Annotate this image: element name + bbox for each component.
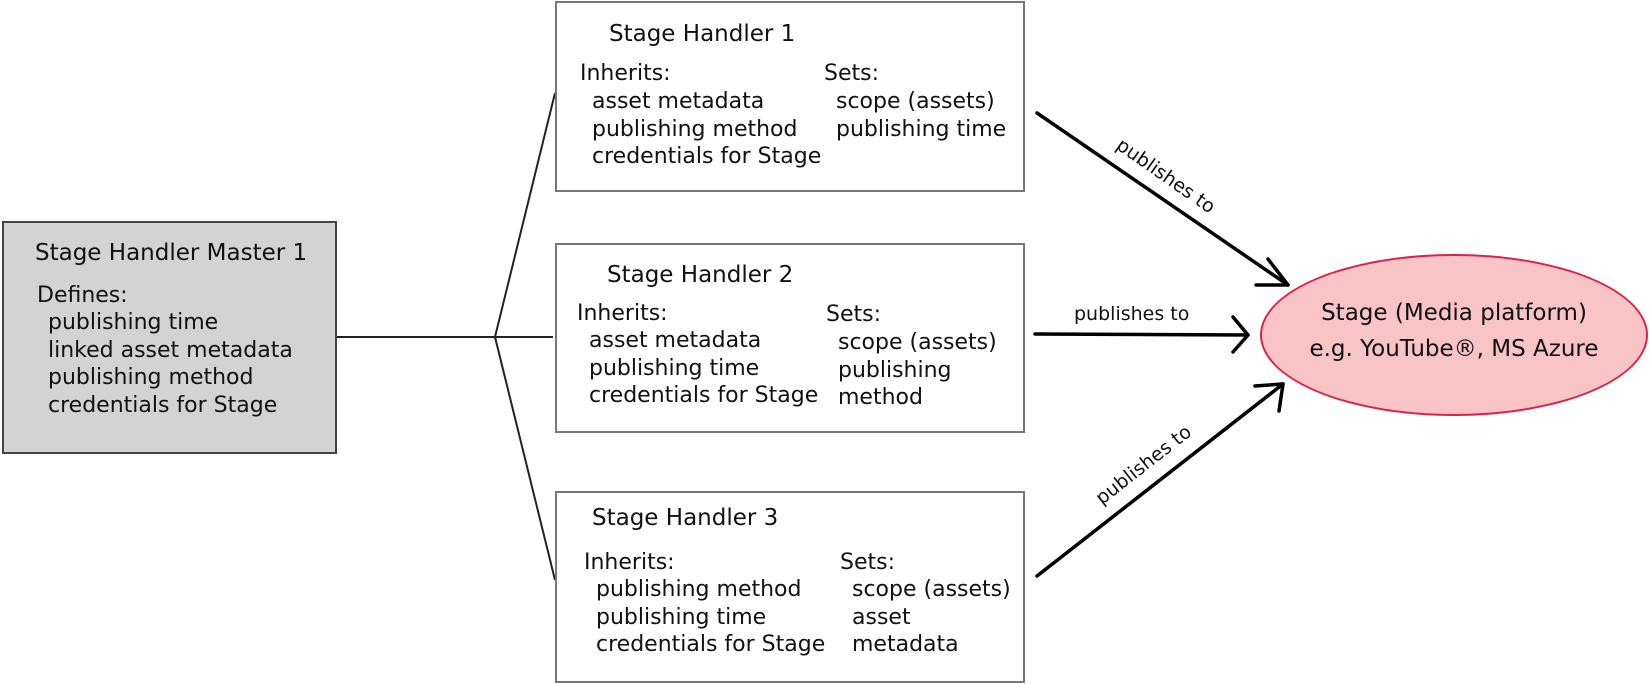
handler-1-inherits-label: Inherits: [580,61,671,86]
handler-3-sets-label: Sets: [840,550,895,575]
master-defines-list: publishing time linked asset metadata pu… [48,309,293,419]
list-item: publishing method [596,577,802,602]
handler-1-inherits-list: asset metadata publishing method credent… [592,88,821,171]
list-item: credentials for Stage [48,392,278,418]
handler-3-inherits-label: Inherits: [584,550,675,575]
list-item: asset [852,604,911,630]
publish-arrow-2 [1033,315,1250,354]
handler-2-inherits-label: Inherits: [577,301,668,326]
list-item: publishing method [48,365,254,390]
handler-2-sets-label: Sets: [826,302,881,327]
list-item: publishing time [48,310,219,335]
handler-3-sets-list: scope (assets) asset metadata [852,576,1011,659]
list-item: method [838,385,923,410]
list-item: metadata [852,632,959,657]
publish-arrow-1 [1035,111,1290,287]
handler-3-inherits-list: publishing method publishing time creden… [596,576,825,659]
list-item: publishing [838,357,952,383]
list-item: credentials for Stage [589,383,819,408]
list-item: linked asset metadata [48,337,293,363]
list-item: scope (assets) [836,89,995,114]
stage-handler-2-box: Stage Handler 2 Inherits: asset metadata… [555,243,1025,433]
handler-1-sets-list: scope (assets) publishing time [836,88,1006,143]
stage-handler-3-box: Stage Handler 3 Inherits: publishing met… [555,491,1025,683]
handler-3-title: Stage Handler 3 [592,505,779,531]
stage-handler-1-box: Stage Handler 1 Inherits: asset metadata… [555,1,1025,192]
handler-1-title: Stage Handler 1 [609,21,796,47]
list-item: credentials for Stage [596,632,826,657]
list-item: scope (assets) [852,577,1011,602]
handler-2-sets-list: scope (assets) publishing method [838,329,997,412]
list-item: asset metadata [592,89,765,114]
handler-2-title: Stage Handler 2 [607,262,794,288]
list-item: credentials for Stage [592,144,822,169]
stage-title: Stage (Media platform) [1321,300,1587,326]
list-item: publishing method [592,116,798,142]
handler-1-sets-label: Sets: [824,61,879,86]
list-item: publishing time [836,116,1007,142]
publish-arrow-3 [1035,382,1285,578]
stage-media-platform-ellipse: Stage (Media platform) e.g. YouTube®, MS… [1260,254,1648,416]
stage-handler-master-box: Stage Handler Master 1 Defines: publishi… [2,221,337,454]
branch-line-handler-1 [494,92,556,338]
list-item: scope (assets) [838,330,997,355]
list-item: publishing time [596,604,767,630]
master-title: Stage Handler Master 1 [35,240,308,266]
handler-2-inherits-list: asset metadata publishing time credentia… [589,327,818,410]
list-item: asset metadata [589,328,762,353]
list-item: publishing time [589,355,760,381]
master-defines-label: Defines: [37,283,128,308]
branch-line-handler-3 [494,336,556,581]
stage-examples: e.g. YouTube®, MS Azure [1309,336,1599,362]
edge-label-2: publishes to [1074,303,1190,325]
